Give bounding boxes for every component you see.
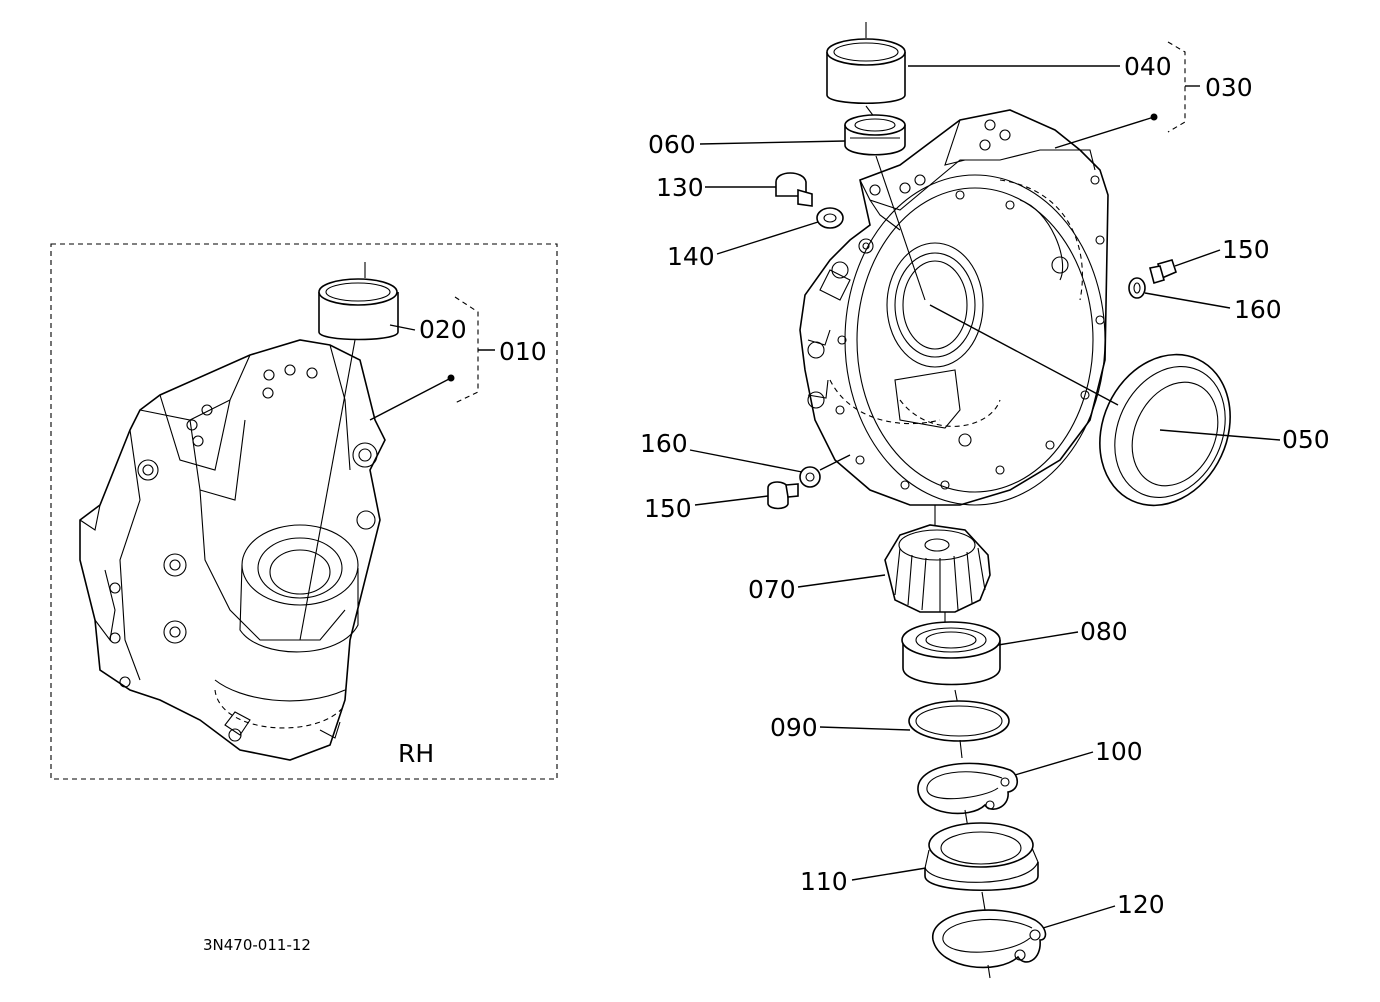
- part-130-plug: [775, 172, 813, 207]
- part-label-060: 060: [648, 130, 696, 159]
- callout-010: 010: [369, 296, 547, 421]
- callout-140: 140: [667, 221, 819, 271]
- part-label-030: 030: [1205, 73, 1253, 102]
- part-150-plug-lower: [767, 481, 799, 510]
- callout-160-upper: 160: [1144, 292, 1282, 324]
- callout-150-lower: 150: [644, 494, 769, 523]
- part-150-plug-upper: [1149, 259, 1177, 285]
- callout-100: 100: [1014, 737, 1143, 776]
- callout-050: 050: [929, 304, 1330, 454]
- callout-120: 120: [1042, 890, 1165, 929]
- part-090-ring: [908, 700, 1010, 742]
- part-label-070: 070: [748, 575, 796, 604]
- part-label-150-upper: 150: [1222, 235, 1270, 264]
- callout-080: 080: [997, 617, 1128, 646]
- part-label-110: 110: [800, 867, 848, 896]
- part-060-bearing: [844, 114, 906, 156]
- callout-020: 020: [389, 315, 467, 344]
- side-label-rh: RH: [398, 739, 434, 768]
- part-label-160-upper: 160: [1234, 295, 1282, 324]
- part-110-collar: [924, 822, 1039, 891]
- part-070-bevel-gear: [884, 524, 991, 613]
- part-label-050: 050: [1282, 425, 1330, 454]
- callout-160-lower: 160: [640, 429, 851, 473]
- part-120-snap-ring: [932, 909, 1047, 969]
- callout-070: 070: [748, 574, 886, 604]
- callout-090: 090: [770, 713, 911, 742]
- callout-030: 030: [1054, 41, 1253, 149]
- part-label-080: 080: [1080, 617, 1128, 646]
- callout-150-upper: 150: [1174, 235, 1270, 267]
- part-label-160-lower: 160: [640, 429, 688, 458]
- part-label-150-lower: 150: [644, 494, 692, 523]
- part-label-100: 100: [1095, 737, 1143, 766]
- part-label-120: 120: [1117, 890, 1165, 919]
- part-label-090: 090: [770, 713, 818, 742]
- callout-040: 040: [908, 52, 1172, 81]
- part-100-snap-ring: [917, 762, 1019, 815]
- part-label-020: 020: [419, 315, 467, 344]
- rh-housing: [79, 339, 386, 761]
- part-080-ball-bearing: [901, 621, 1001, 686]
- callout-060: 060: [648, 130, 846, 159]
- part-140-washer: [816, 207, 844, 229]
- part-label-010: 010: [499, 337, 547, 366]
- part-160-washer-lower: [799, 466, 821, 488]
- part-020-bushing: [318, 278, 399, 341]
- drawing-id: 3N470-011-12: [203, 936, 311, 954]
- part-label-140: 140: [667, 242, 715, 271]
- part-label-130: 130: [656, 173, 704, 202]
- callout-110: 110: [800, 867, 927, 896]
- main-housing: [799, 109, 1109, 506]
- part-040-bushing: [826, 38, 906, 105]
- callout-130: 130: [656, 173, 776, 202]
- part-label-040: 040: [1124, 52, 1172, 81]
- part-160-washer-upper: [1128, 277, 1146, 299]
- rh-inset: 020 010 RH: [50, 243, 558, 780]
- rh-inset-frame: [50, 243, 558, 780]
